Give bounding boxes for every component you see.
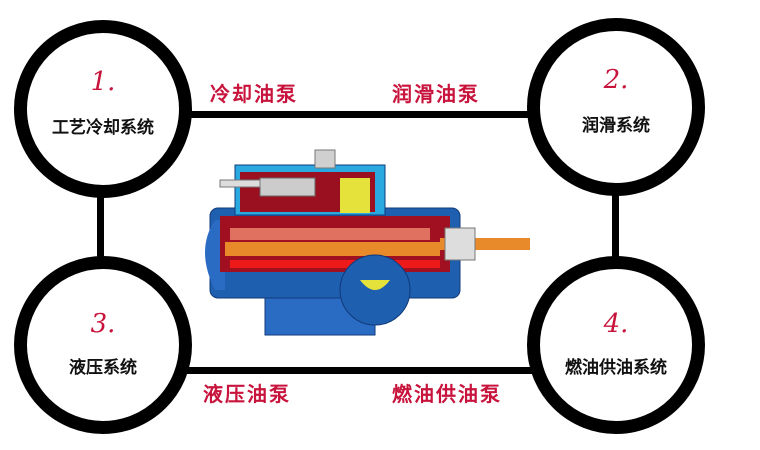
node-lubrication: 2. 润滑系统 <box>527 18 705 196</box>
label-fuel-pump: 燃油供油泵 <box>392 382 502 406</box>
node-number: 2. <box>603 65 629 95</box>
drive-screw <box>225 242 440 256</box>
connector-top <box>180 111 540 118</box>
node-number: 3. <box>90 309 116 339</box>
label-lube-pump: 润滑油泵 <box>392 82 480 106</box>
red-channel <box>230 260 440 268</box>
node-process-cooling: 1. 工艺冷却系统 <box>14 20 192 198</box>
bolt <box>219 179 261 188</box>
label-cooling-pump: 冷却油泵 <box>210 82 298 106</box>
connector-bottom <box>180 367 540 374</box>
connector-left <box>97 180 104 280</box>
node-number: 4. <box>603 309 629 339</box>
seal-spring <box>444 227 476 261</box>
idler-screw <box>230 228 430 240</box>
node-hydraulic: 3. 液压系统 <box>14 256 192 434</box>
screw-pump-illustration <box>205 149 530 336</box>
connector-right <box>612 180 619 280</box>
node-title: 燃油供油系统 <box>565 358 667 378</box>
node-number: 1. <box>90 67 116 97</box>
node-title: 液压系统 <box>69 358 137 378</box>
spring <box>259 177 316 197</box>
node-title: 工艺冷却系统 <box>52 118 154 138</box>
outlet-yellow <box>360 280 390 290</box>
yellow-part <box>340 178 370 213</box>
label-hydraulic-pump: 液压油泵 <box>203 382 291 406</box>
node-fuel-supply: 4. 燃油供油系统 <box>527 256 705 434</box>
valve-cap <box>314 149 336 169</box>
node-title: 润滑系统 <box>582 116 650 136</box>
